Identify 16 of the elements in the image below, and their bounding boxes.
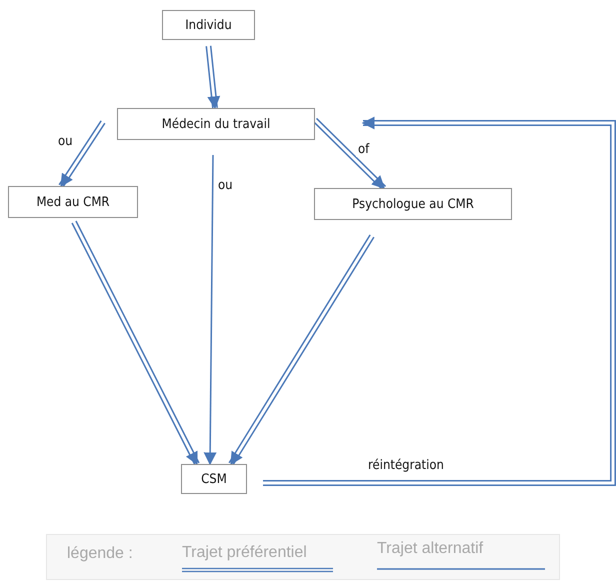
legend-label: Trajet alternatif [377, 540, 484, 558]
process-box: Médecin du travail [117, 108, 315, 140]
process-box: Individu [162, 10, 255, 40]
legend-title: légende : [67, 545, 133, 563]
double-arrow [228, 234, 375, 466]
legend-label: Trajet préférentiel [182, 544, 307, 562]
edge-label: réintégration [366, 458, 446, 473]
process-box: Psychologue au CMR [314, 188, 512, 220]
process-box: Med au CMR [8, 186, 138, 218]
double-arrow [71, 220, 200, 466]
double-arrow [262, 116, 616, 486]
double-arrow [58, 120, 106, 188]
edge-label: of [356, 142, 372, 157]
process-box: CSM [181, 464, 247, 494]
arrow [204, 155, 217, 466]
double-arrow [206, 45, 220, 110]
